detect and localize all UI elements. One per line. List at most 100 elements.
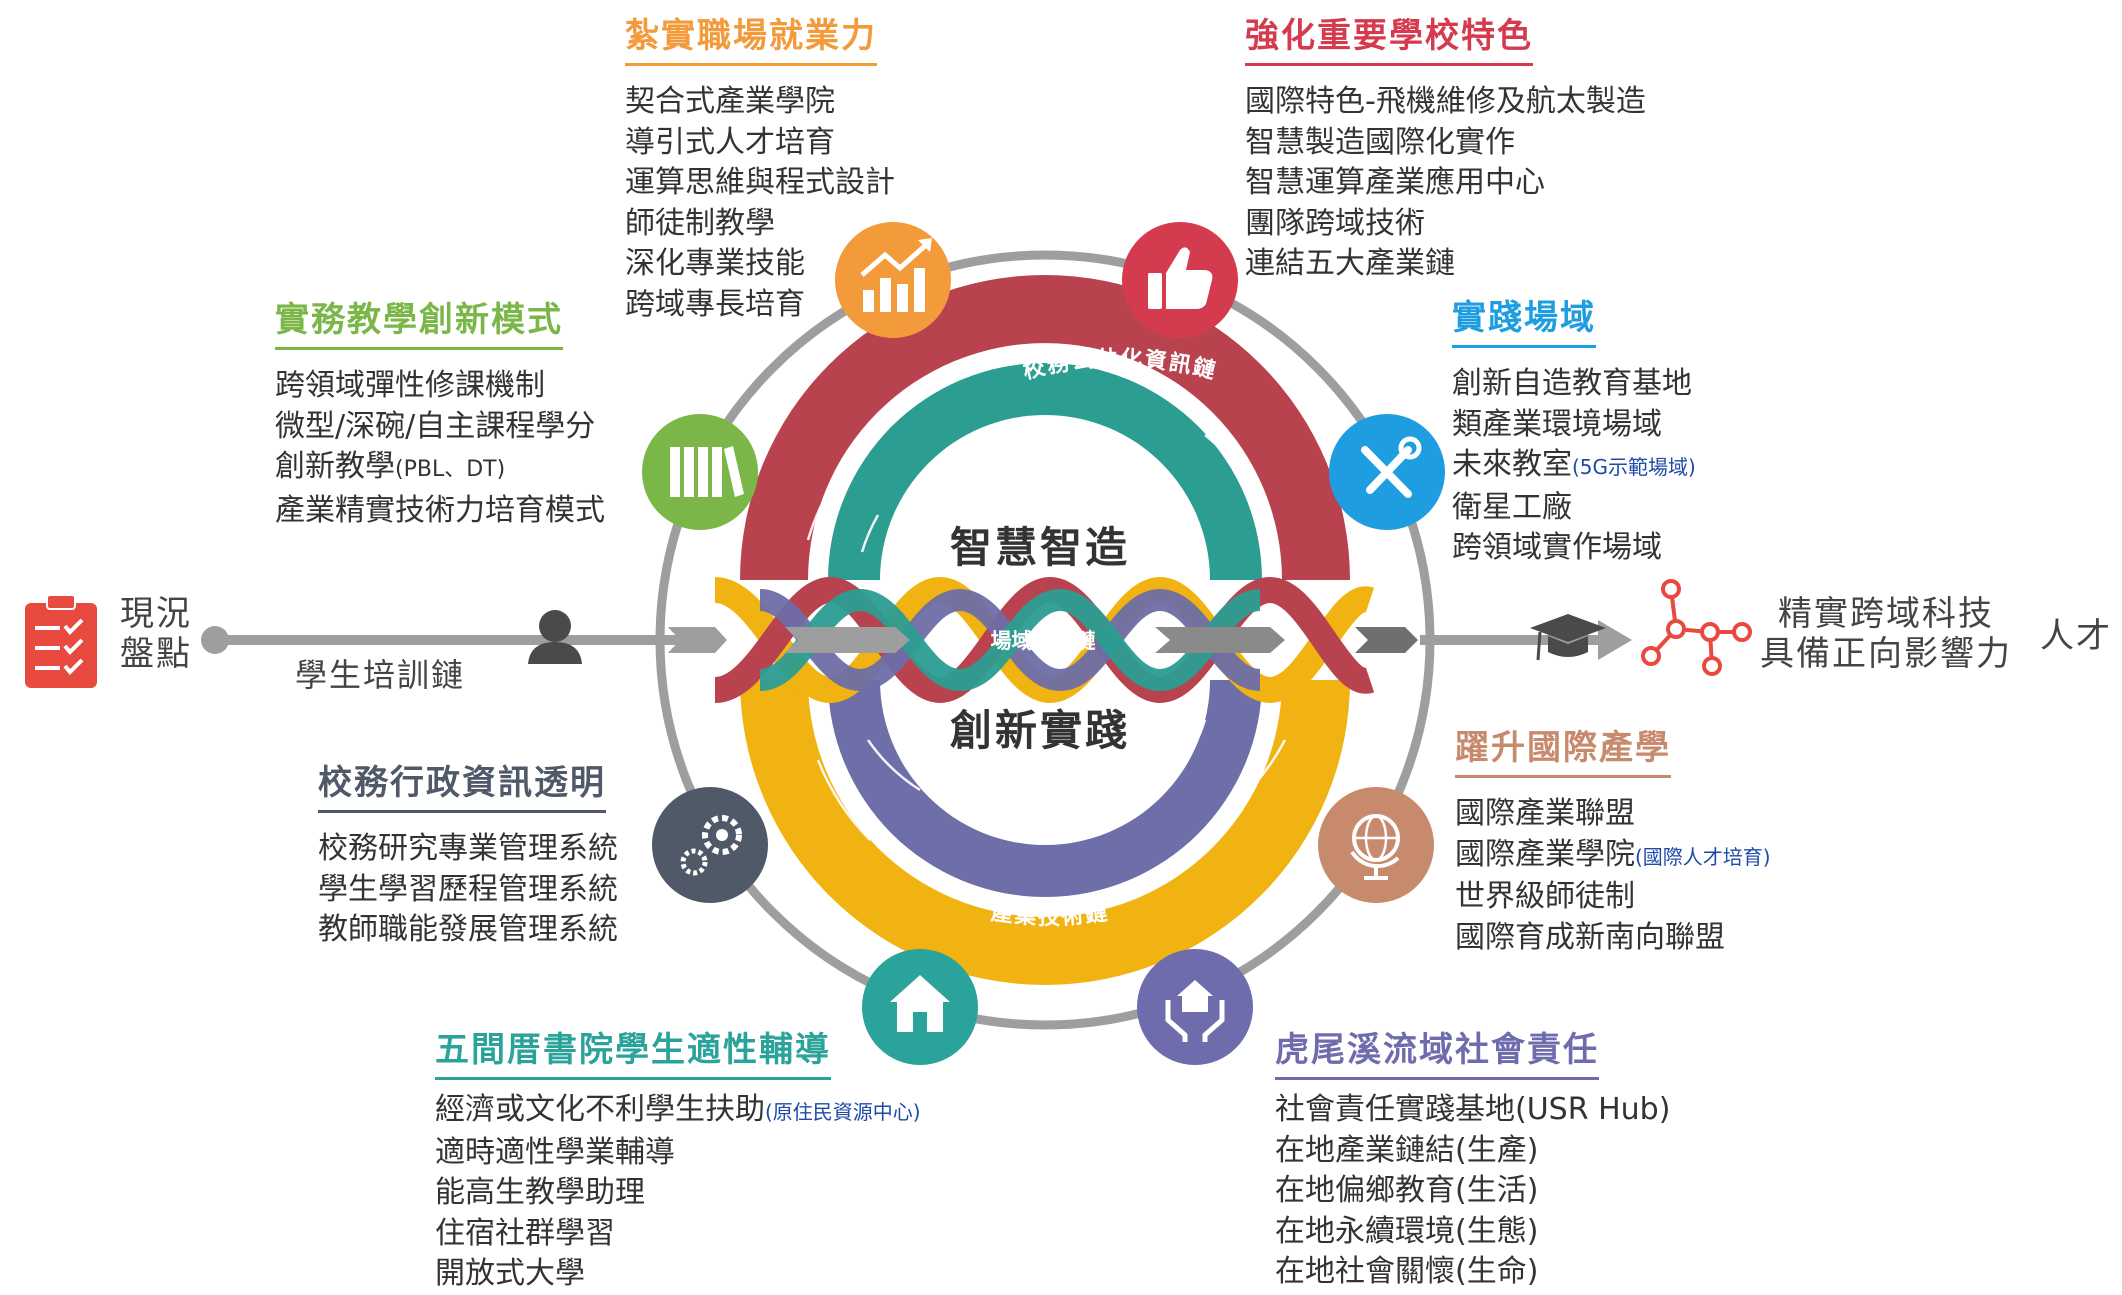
ring-arrow <box>1178 719 1207 771</box>
block-academy: 五間厝書院學生適性輔導 經濟或文化不利學生扶助(原住民資源中心) 適時適性學業輔… <box>435 1022 921 1295</box>
list-item: 衛星工廠 <box>1452 489 1572 525</box>
output-arrow-head <box>1598 620 1632 660</box>
block-academy-title: 五間厝書院學生適性輔導 <box>435 1022 831 1080</box>
list-item: 教師職能發展管理系統 <box>318 912 618 947</box>
ring-inner-top <box>828 363 1262 580</box>
block-intl: 躍升國際產學 國際產業聯盟 國際產業學院(國際人才培育) 世界級師徒制 國際育成… <box>1455 720 1771 958</box>
block-admin: 校務行政資訊透明 校務研究專業管理系統 學生學習歷程管理系統 教師職能發展管理系… <box>318 755 618 951</box>
list-item: 產業精實技術力培育模式 <box>275 492 605 528</box>
ring-label-middle: 場域硬體鏈 <box>991 629 1096 653</box>
ring-arrow <box>1204 434 1250 481</box>
list-item: 創新自造教育基地 <box>1452 366 1692 401</box>
ring-arrow <box>806 469 844 541</box>
list-item: 國際育成新南向聯盟 <box>1455 919 1725 955</box>
list-item: 世界級師徒制 <box>1455 879 1635 914</box>
list-item: 在地偏鄉教育(生活) <box>1275 1173 1539 1208</box>
globe-icon <box>1318 787 1434 903</box>
list-item: 導引式人才培育 <box>625 124 835 160</box>
list-item: 類產業環境場域 <box>1452 406 1662 442</box>
center-top-text: 智慧智造 <box>950 523 1130 572</box>
list-item-note: (5G示範場域) <box>1572 455 1696 479</box>
ring-arrow <box>1239 739 1287 801</box>
books-icon <box>642 414 758 530</box>
tools-icon <box>1329 414 1445 530</box>
ring-arrow <box>866 739 921 792</box>
chevron-2 <box>785 627 910 653</box>
list-item: 智慧運算產業應用中心 <box>1245 165 1545 200</box>
growth-chart-icon <box>835 222 951 338</box>
list-item: 經濟或文化不利學生扶助(原住民資源中心) <box>435 1090 921 1133</box>
list-item: 跨域專長培育 <box>625 286 805 322</box>
ring-arrow <box>816 759 871 841</box>
helix-band <box>713 576 1375 704</box>
chevron-1 <box>668 627 727 653</box>
list-item-note: (PBL、DT) <box>395 457 506 482</box>
list-item-text: 經濟或文化不利學生扶助 <box>435 1092 765 1127</box>
block-career: 紮實職場就業力 契合式產業學院 導引式人才培育 運算思維與程式設計 師徒制教學 … <box>625 8 895 325</box>
list-item: 連結五大產業鏈 <box>1245 246 1455 281</box>
list-item: 契合式產業學院 <box>625 84 835 119</box>
list-item-text: 國際產業學院 <box>1455 836 1635 872</box>
list-item: 團隊跨域技術 <box>1245 205 1425 241</box>
block-usr: 虎尾溪流域社會責任 社會責任實踐基地(USR Hub) 在地產業鏈結(生產) 在… <box>1275 1022 1670 1293</box>
block-admin-title: 校務行政資訊透明 <box>318 755 606 813</box>
chevron-3 <box>1155 627 1285 653</box>
list-item: 住宿社群學習 <box>435 1215 615 1251</box>
talent-line2: 具備正向影響力 <box>1760 634 2012 674</box>
person-icon <box>528 610 582 664</box>
network-nodes-icon <box>1641 579 1752 676</box>
clipboard-checklist-icon <box>25 594 97 688</box>
ring-inner-bottom <box>828 680 1262 897</box>
hands-house-icon <box>1137 949 1253 1065</box>
list-item-note: (原住民資源中心) <box>765 1100 921 1124</box>
ring-outer-top <box>740 275 1350 580</box>
talent-tail: 人才 <box>2040 616 2112 656</box>
list-item: 微型/深碗/自主課程學分 <box>275 408 596 444</box>
talent-label: 精實跨域科技 具備正向影響力 <box>1760 594 2012 674</box>
ring-outer-bottom <box>740 680 1350 985</box>
list-item: 社會責任實踐基地(USR Hub) <box>1275 1092 1671 1127</box>
house-icon <box>862 949 978 1065</box>
graduation-cap-icon <box>1530 614 1606 661</box>
current-status-line2: 盤點 <box>120 634 192 674</box>
block-intl-title: 躍升國際產學 <box>1455 720 1671 778</box>
list-item: 適時適性學業輔導 <box>435 1134 675 1170</box>
ring-label-inner-top: 教師職能發展鏈 <box>963 449 1138 489</box>
thumbs-up-icon <box>1122 222 1238 338</box>
list-item: 國際特色-飛機維修及航太製造 <box>1245 84 1646 119</box>
list-item-text: 未來教室 <box>1452 447 1572 482</box>
block-features: 強化重要學校特色 國際特色-飛機維修及航太製造 智慧製造國際化實作 智慧運算產業… <box>1245 8 1646 285</box>
block-features-title: 強化重要學校特色 <box>1245 8 1533 66</box>
list-item: 能高生教學助理 <box>435 1175 645 1210</box>
list-item: 跨領域實作場域 <box>1452 530 1662 565</box>
block-field: 實踐場域 創新自造教育基地 類產業環境場域 未來教室(5G示範場域) 衛星工廠 … <box>1452 290 1696 569</box>
student-chain-label: 學生培訓鏈 <box>295 656 466 694</box>
list-item: 校務研究專業管理系統 <box>318 831 618 866</box>
list-item: 開放式大學 <box>435 1256 585 1291</box>
ring-arrow <box>860 514 880 553</box>
list-item: 跨領域彈性修課機制 <box>275 368 545 403</box>
list-item: 在地永續環境(生態) <box>1275 1213 1539 1249</box>
block-teaching-title: 實務教學創新模式 <box>275 292 563 350</box>
block-career-title: 紮實職場就業力 <box>625 8 877 66</box>
list-item: 師徒制教學 <box>625 205 775 241</box>
center-bottom-text: 創新實踐 <box>950 706 1130 755</box>
current-status-line1: 現況 <box>120 594 192 634</box>
ring-label-outer-bottom: 產業技術鏈 <box>989 899 1108 930</box>
chevron-4 <box>1355 627 1418 653</box>
svg-text:社會責任鏈: 社會責任鏈 <box>977 799 1098 831</box>
gears-icon <box>652 787 768 903</box>
list-item: 運算思維與程式設計 <box>625 165 895 200</box>
block-usr-title: 虎尾溪流域社會責任 <box>1275 1022 1599 1080</box>
list-item: 深化專業技能 <box>625 246 805 281</box>
list-item: 智慧製造國際化實作 <box>1245 124 1515 160</box>
current-status-label: 現況 盤點 <box>120 594 192 674</box>
ring-label-inner-bottom: 社會責任鏈 <box>977 799 1096 831</box>
svg-text:教師職能發展鏈: 教師職能發展鏈 <box>963 449 1140 489</box>
talent-line1: 精實跨域科技 <box>1778 594 1994 634</box>
list-item: 在地產業鏈結(生產) <box>1275 1132 1539 1168</box>
list-item: 在地社會關懷(生命) <box>1275 1254 1539 1289</box>
list-item: 國際產業聯盟 <box>1455 796 1635 831</box>
chain-start-dot <box>201 626 229 654</box>
